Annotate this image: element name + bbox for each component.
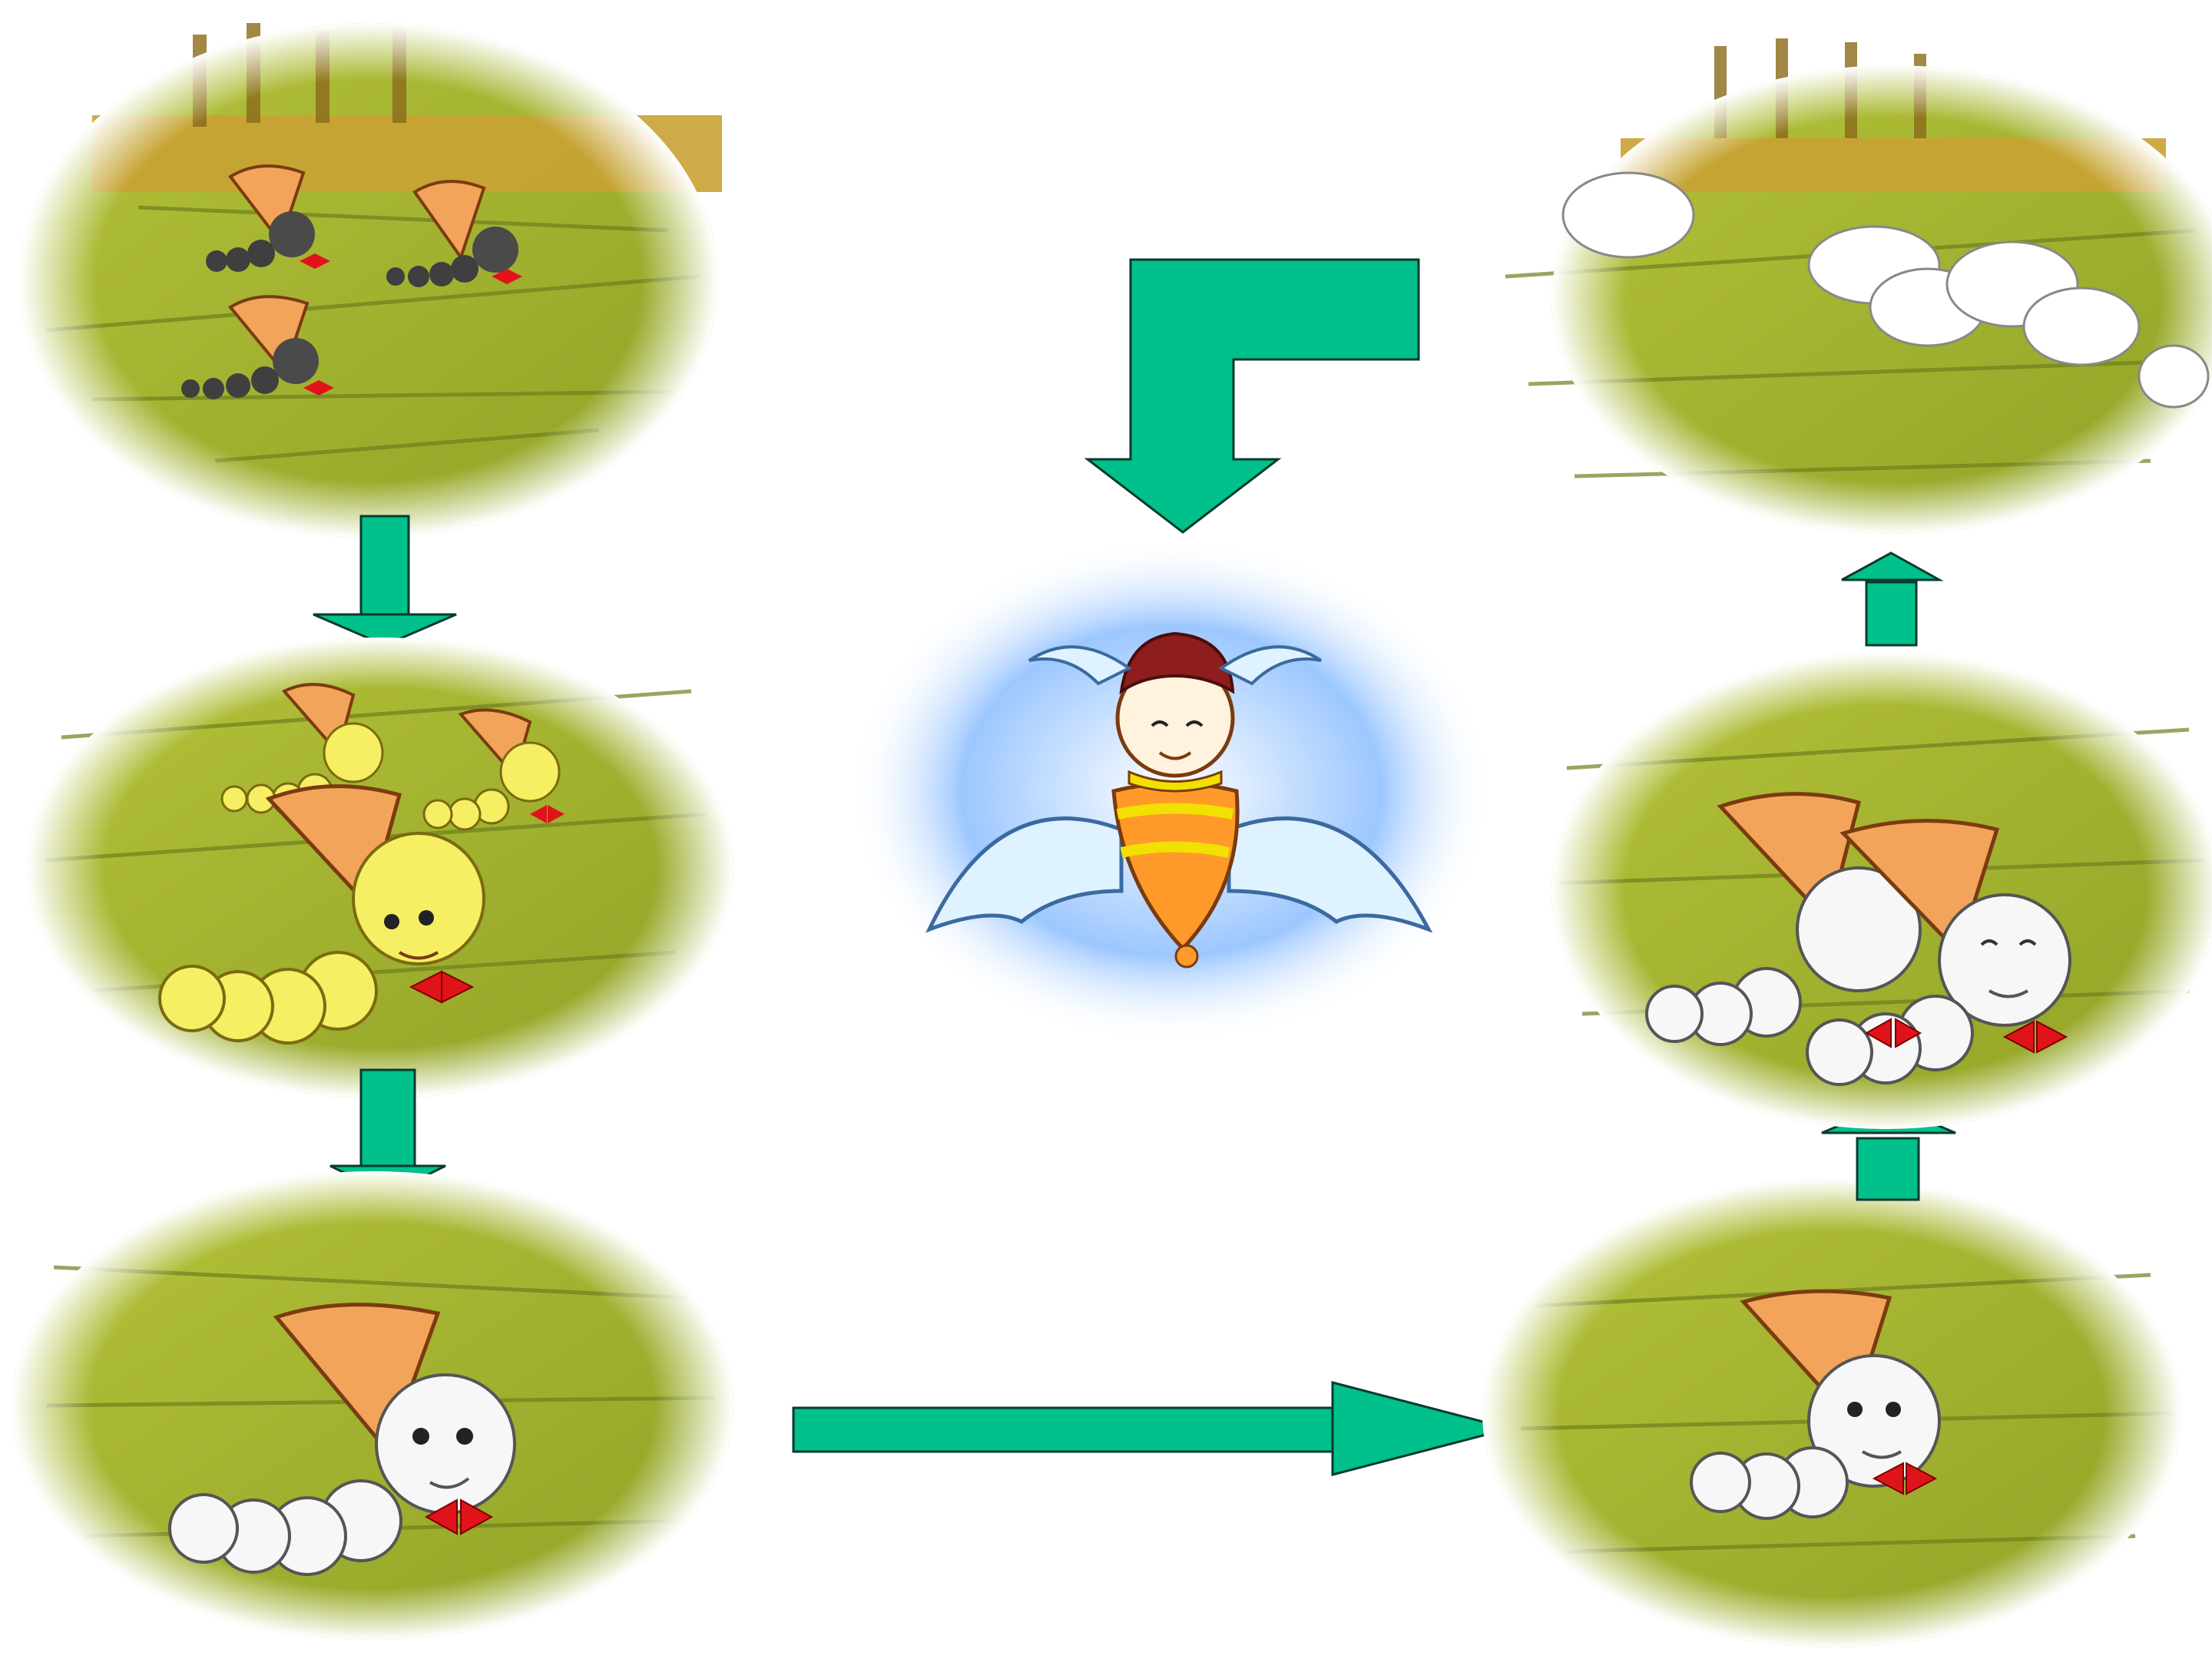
stage-two-white-larvae bbox=[1551, 653, 2212, 1129]
black-larva-3 bbox=[181, 295, 334, 399]
black-larva-2 bbox=[386, 180, 522, 287]
left-wing bbox=[926, 816, 1124, 933]
arrow-right bbox=[792, 1381, 1514, 1476]
white-larva-right bbox=[1690, 1289, 1941, 1520]
stage-white-larva-2 bbox=[1482, 1179, 2181, 1647]
white-larva-back bbox=[1645, 792, 1922, 1046]
yellow-larva-large bbox=[158, 784, 485, 1045]
arrow-down-1 bbox=[313, 515, 457, 647]
arrow-up-2 bbox=[1841, 551, 1944, 647]
stage-yellow-larvae bbox=[27, 637, 733, 1098]
arrow-l-shaped bbox=[1084, 258, 1420, 534]
stage-white-larva-1 bbox=[12, 1171, 733, 1640]
stage-eggs bbox=[1505, 38, 2212, 534]
yellow-larva-small-2 bbox=[422, 708, 565, 831]
white-larva bbox=[168, 1303, 516, 1576]
stage-young-black-larvae bbox=[19, 23, 722, 538]
egg-cluster bbox=[1561, 171, 2210, 409]
right-wing bbox=[1227, 816, 1433, 933]
stage-winged-moth bbox=[849, 538, 1494, 1045]
black-larva-1 bbox=[206, 164, 330, 272]
white-larva-front bbox=[1806, 819, 2071, 1086]
